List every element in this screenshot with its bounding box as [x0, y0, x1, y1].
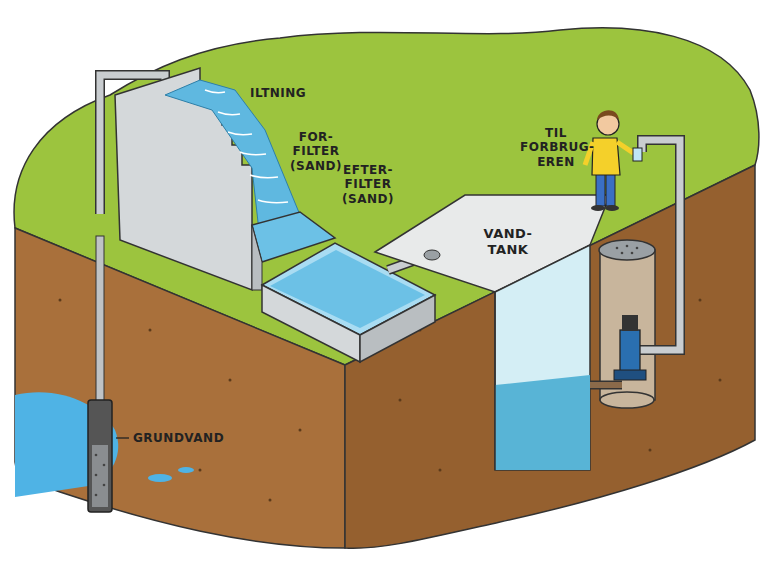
part-label: FOR- FILTER (SAND) [290, 130, 342, 173]
tank-lid-label: VAND- TANK [476, 226, 540, 257]
part-label: GRUNDVAND [133, 431, 233, 445]
part-label: TIL FORBRUG- EREN [520, 126, 592, 169]
part-label: ILTNING [250, 86, 330, 100]
part-label: EFTER- FILTER (SAND) [340, 163, 396, 206]
node-text: VAND- TANK [476, 226, 540, 257]
